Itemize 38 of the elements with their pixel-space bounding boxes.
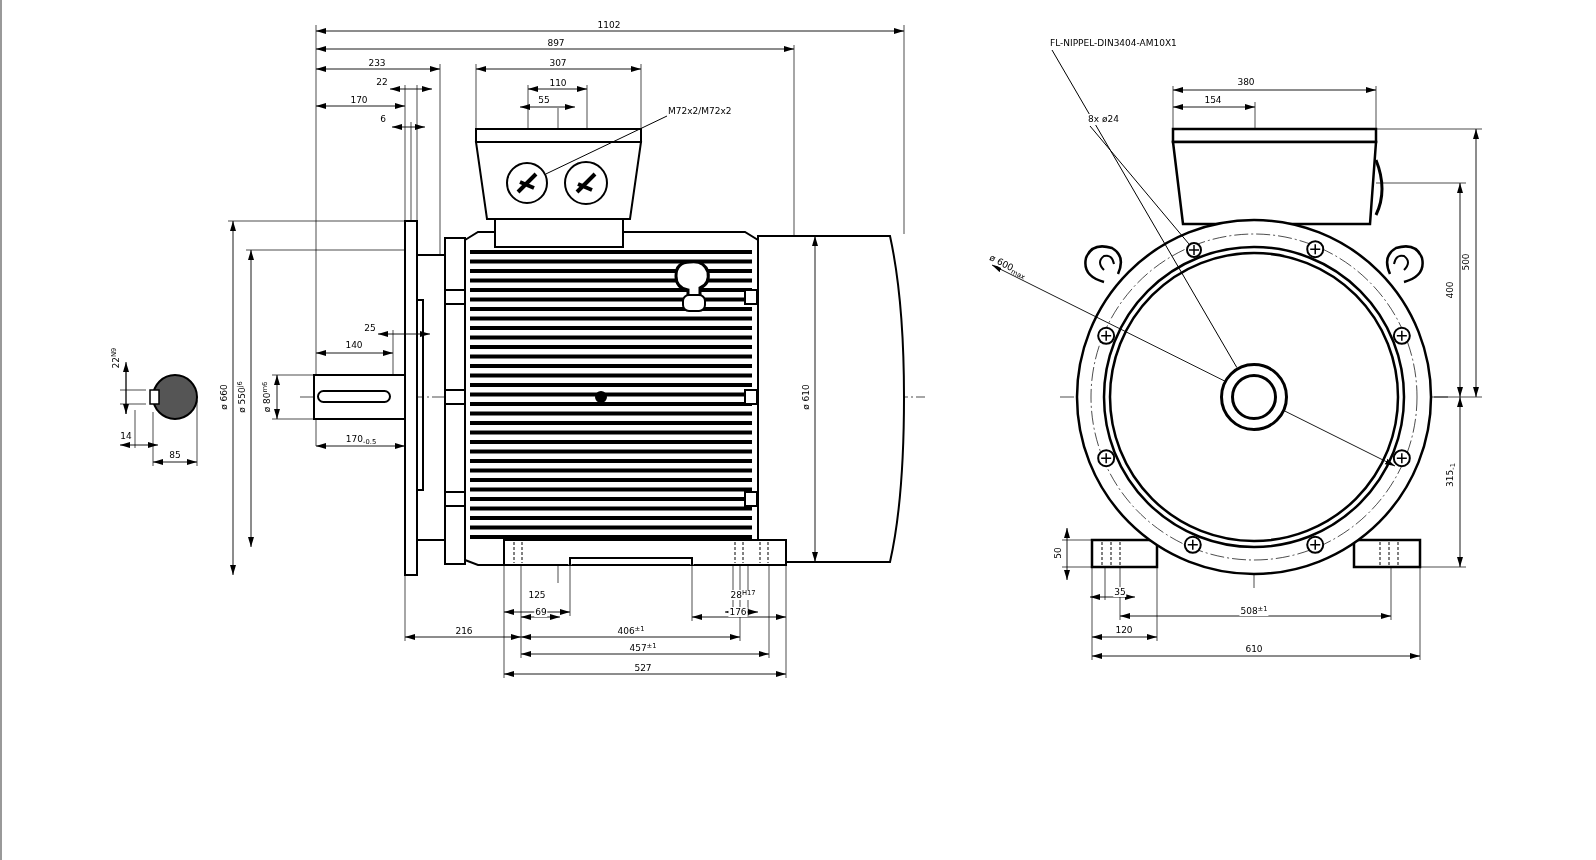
dimension-label: 69	[534, 607, 548, 617]
dimension-label: 28$^{H17}$	[729, 590, 757, 600]
dimension-label: 50	[1053, 546, 1063, 560]
dimension-label: 170$_{-0.5}$	[344, 434, 378, 444]
dimension-label: 380	[1236, 77, 1256, 87]
dimension-label: 1102	[596, 20, 622, 30]
dimension-label: 216	[454, 626, 474, 636]
dimension-label: 610	[1244, 644, 1264, 654]
dimension-label: ø 660	[219, 383, 229, 411]
dimension-label: 55	[537, 95, 551, 105]
dimension-label: 35	[1113, 587, 1127, 597]
dimension-label: 154	[1203, 95, 1223, 105]
dimension-label: 170	[349, 95, 369, 105]
dimension-label: 85	[168, 450, 182, 460]
dimension-label: 120	[1114, 625, 1134, 635]
dimension-label: 500	[1461, 252, 1471, 272]
dimension-label: 14	[119, 431, 133, 441]
dimension-label: 457$^{±1}$	[628, 643, 658, 653]
callout-label: FL-NIPPEL-DIN3404-AM10X1	[1049, 38, 1178, 49]
dimension-label: 110	[548, 78, 568, 88]
dimension-label: 233	[367, 58, 387, 68]
dimension-label: ø 610	[801, 383, 811, 411]
dimension-label: 406$^{±1}$	[616, 626, 646, 636]
dimension-label: 176	[728, 607, 748, 617]
dimension-label: 125	[527, 590, 547, 600]
dimension-label: 307	[548, 58, 568, 68]
dimension-label: 140	[344, 340, 364, 350]
callout-label: M72x2/M72x2	[667, 106, 733, 117]
dimension-label: 508$^{±1}$	[1239, 606, 1269, 616]
dimension-label: 25	[363, 323, 377, 333]
dimension-label: 527	[633, 663, 653, 673]
dimension-label: 22	[375, 77, 389, 87]
dimension-label: 897	[546, 38, 566, 48]
dimension-label: 6	[379, 114, 387, 124]
leader-line	[1051, 49, 1238, 369]
dimension-label: 400	[1445, 280, 1455, 300]
callout-label: 8x ø24	[1087, 114, 1120, 125]
leader-line	[1089, 125, 1190, 245]
